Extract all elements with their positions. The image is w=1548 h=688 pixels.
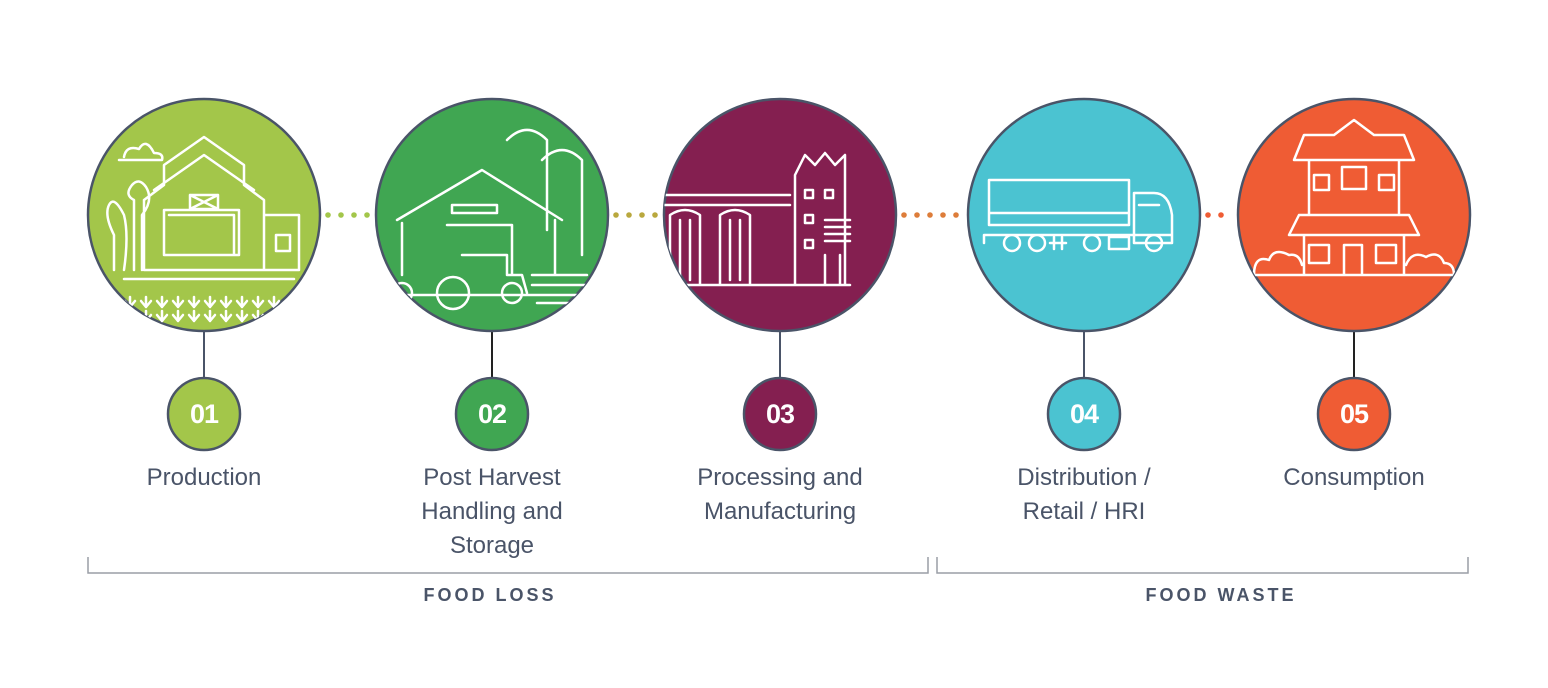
stage-number: 01	[189, 399, 219, 429]
stage-04-circle	[966, 97, 1202, 333]
stage-number-circle	[454, 376, 530, 452]
stage-number-circle	[1316, 376, 1392, 452]
stage-number: 03	[765, 399, 795, 429]
food-loss-bracket	[87, 557, 929, 574]
stage-label-line: Manufacturing	[703, 498, 857, 525]
stage-circles	[86, 97, 1472, 452]
stage-03-circle	[662, 97, 898, 333]
stage-02-circle	[374, 97, 610, 333]
connector-dots	[325, 212, 370, 218]
stage-number-circle	[742, 376, 818, 452]
truck-icon	[982, 178, 1174, 253]
stage-label-line: Production	[146, 464, 262, 491]
stage-number: 02	[477, 399, 507, 429]
stage-number-circle	[1046, 376, 1122, 452]
factory-icon	[664, 151, 852, 287]
group-brackets	[87, 557, 1469, 574]
food-waste-bracket	[936, 557, 1469, 574]
stage-number-circle	[166, 376, 242, 452]
connector-dots	[1205, 212, 1224, 218]
food-waste-label: FOOD WASTE	[1145, 585, 1297, 605]
stage-number: 05	[1339, 399, 1369, 429]
stage-label-line: Handling and	[421, 498, 563, 525]
stage-label-line: Processing and	[697, 464, 863, 491]
tractor-silo-icon	[385, 128, 594, 311]
stage-01-circle	[86, 97, 322, 333]
stage-label-line: Distribution /	[1017, 464, 1151, 491]
connector-dots	[901, 212, 959, 218]
dotted-connectors	[325, 212, 1224, 218]
stage-label: Production	[84, 461, 324, 495]
stage-label-line: Storage	[449, 532, 535, 559]
stage-label-line: Post Harvest	[423, 464, 561, 491]
food-loss-label: FOOD LOSS	[423, 585, 557, 605]
house-icon	[1247, 118, 1456, 277]
connector-dots	[613, 212, 658, 218]
stage-05-circle	[1236, 97, 1472, 333]
stage-number: 04	[1069, 399, 1099, 429]
stage-label-line: Consumption	[1283, 464, 1425, 491]
stems	[203, 331, 1355, 378]
stage-label-line: Retail / HRI	[1022, 498, 1146, 525]
stage-label: Distribution / Retail / HRI	[964, 461, 1204, 529]
stage-label: Consumption	[1234, 461, 1474, 495]
